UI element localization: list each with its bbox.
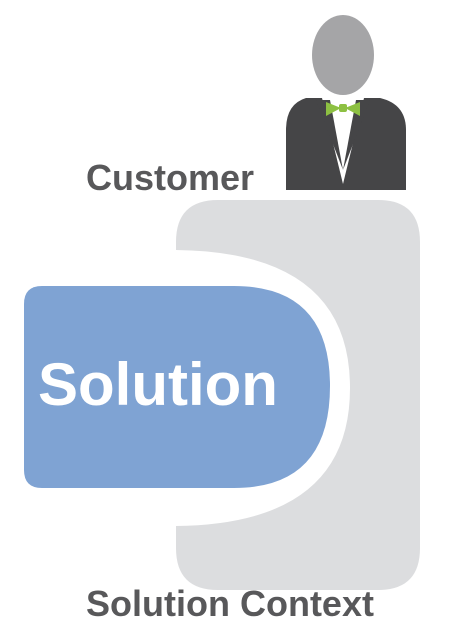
bow-tie-icon bbox=[326, 102, 360, 116]
person-head bbox=[312, 15, 374, 95]
customer-label: Customer bbox=[86, 157, 255, 198]
solution-shape bbox=[24, 286, 330, 488]
solution-context-label: Solution Context bbox=[86, 583, 374, 624]
person-lapel-left bbox=[316, 100, 343, 170]
customer-person-icon bbox=[286, 15, 406, 190]
person-lapel-right bbox=[343, 100, 370, 170]
solution-context-shape bbox=[176, 200, 420, 590]
solution-label: Solution bbox=[38, 351, 278, 418]
